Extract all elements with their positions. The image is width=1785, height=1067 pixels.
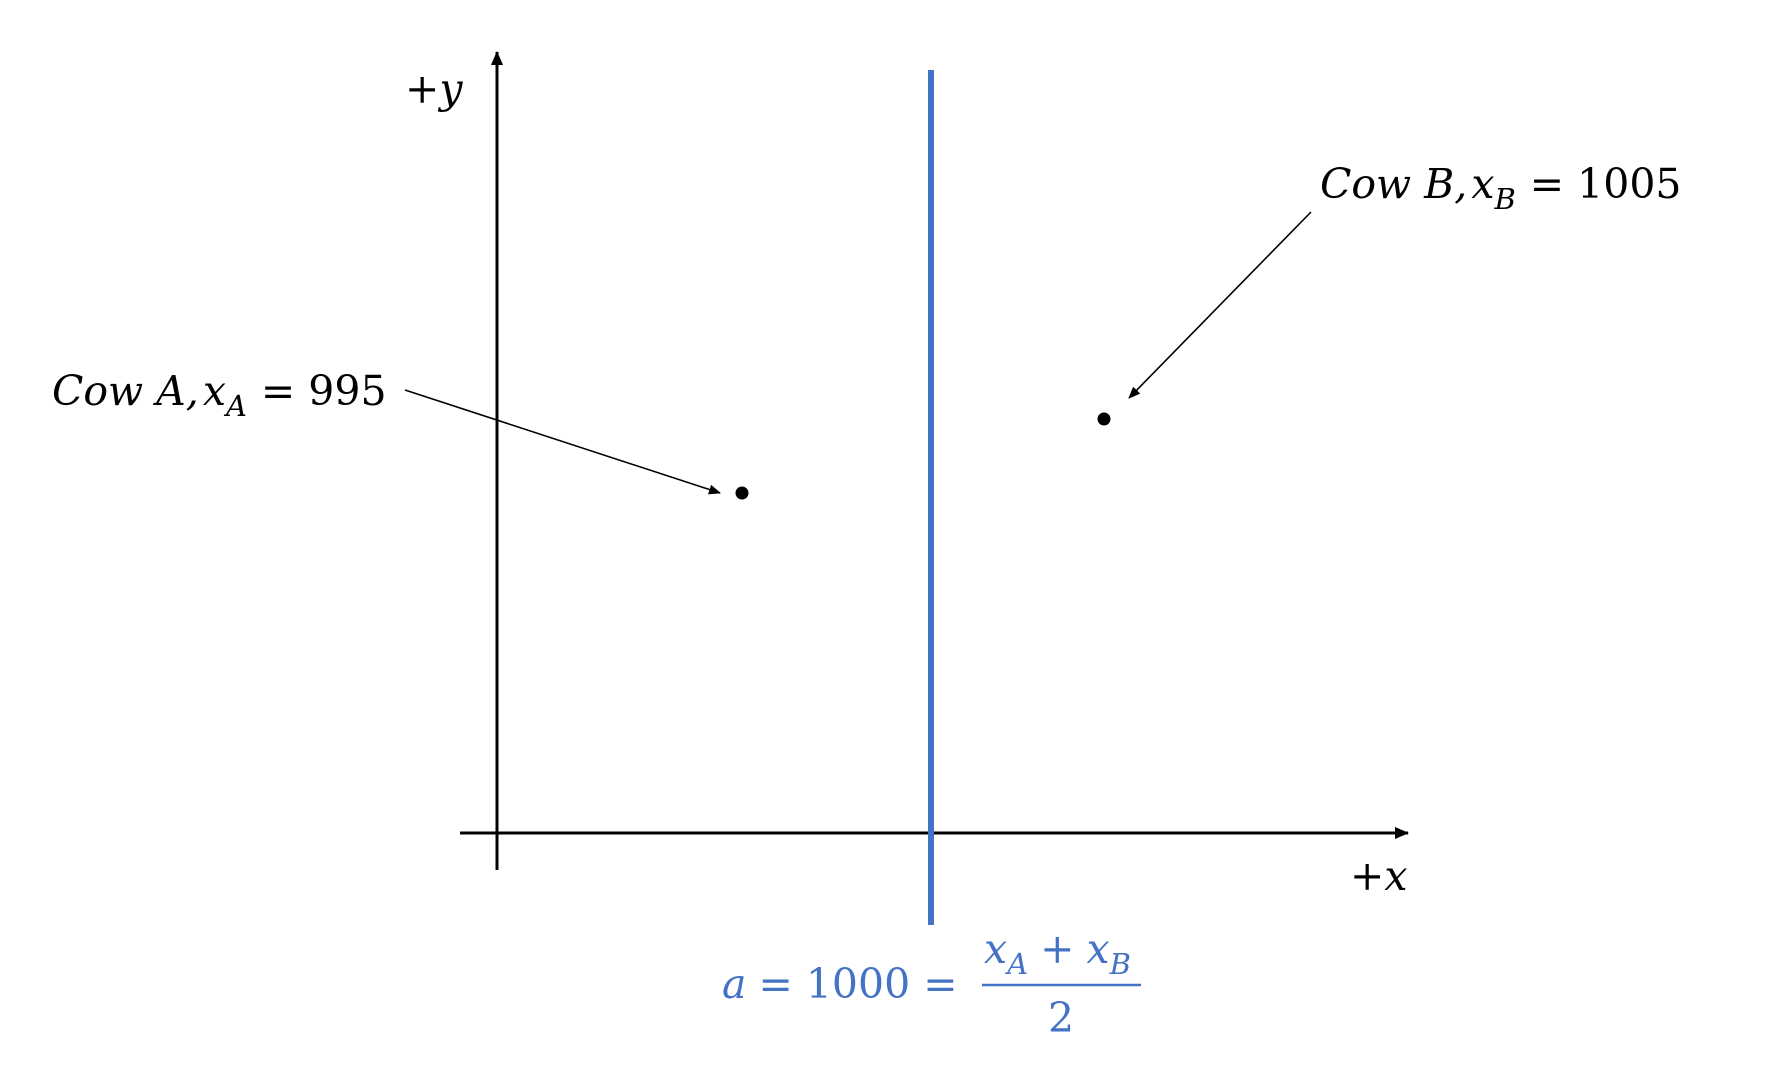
cow-a-arrow — [404, 389, 721, 495]
cow-b-point — [1097, 412, 1111, 426]
x-axis-label: +x — [1350, 852, 1407, 900]
y-axis-label: +y — [405, 65, 463, 113]
cow-a-label: Cow A,xA= 995 — [52, 367, 387, 423]
cow-b-arrow — [1128, 211, 1312, 399]
cow-b-label: Cow B,xB= 1005 — [1320, 160, 1682, 216]
formula-denominator: 2 — [1048, 994, 1074, 1042]
formula-numerator: xA+xB — [984, 925, 1131, 981]
cow-a-point — [735, 486, 749, 500]
formula-lhs: a= 1000 = — [722, 960, 958, 1008]
